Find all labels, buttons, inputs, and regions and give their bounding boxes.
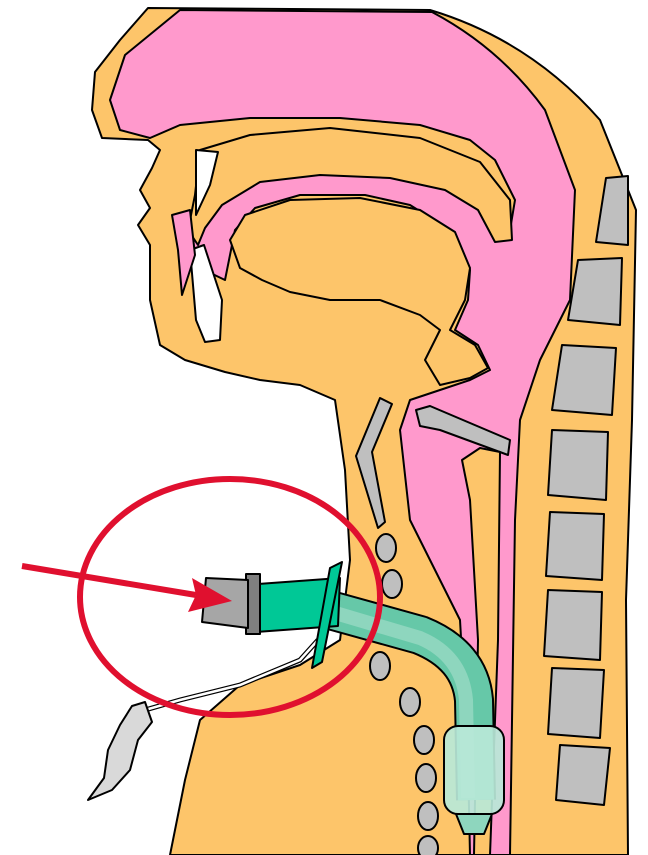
vertebra	[556, 745, 610, 805]
vertebra	[544, 590, 602, 660]
pilot-balloon	[88, 702, 152, 800]
tracheal-ring	[414, 726, 434, 754]
tracheal-ring	[416, 764, 436, 792]
tracheal-ring	[376, 534, 396, 562]
vertebra	[568, 258, 622, 325]
tracheal-ring	[418, 836, 438, 855]
vertebra	[548, 668, 604, 738]
tracheal-ring	[370, 652, 390, 680]
tracheal-ring	[400, 688, 420, 716]
tracheal-ring	[418, 802, 438, 830]
trach-tube-cuff	[444, 726, 504, 814]
vertebra	[548, 430, 608, 500]
vertebra	[546, 512, 604, 580]
vertebra	[552, 345, 616, 415]
pointer-arrow-shaft	[22, 566, 196, 595]
tracheal-ring	[382, 570, 402, 598]
